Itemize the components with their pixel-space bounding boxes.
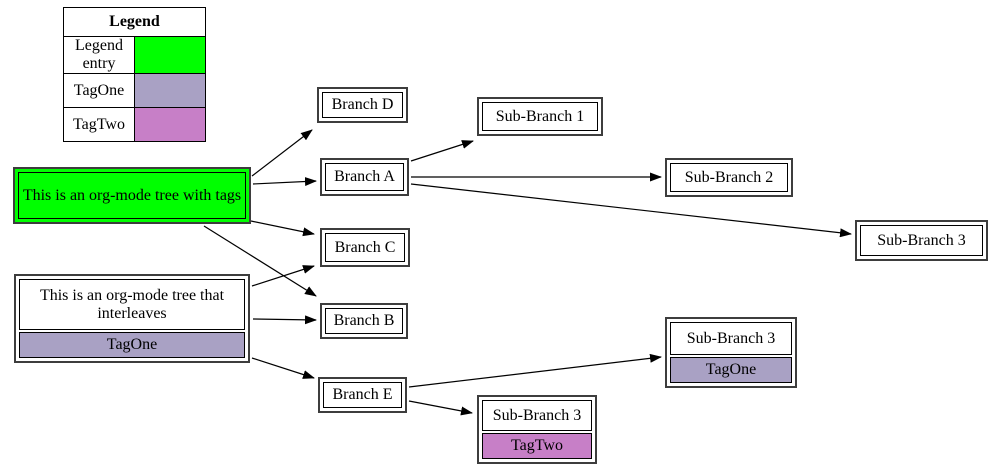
node-tag: TagTwo: [482, 433, 592, 459]
node-label: Sub-Branch 3: [670, 322, 792, 355]
node-label: Branch E: [323, 382, 402, 408]
edge-root-with-tags-to-branch-b: [203, 225, 317, 297]
node-sub-branch-2: Sub-Branch 2: [665, 158, 793, 197]
edge-branch-a-to-sub-branch-3: [410, 183, 852, 238]
node-branch-d: Branch D: [317, 87, 408, 123]
legend-entry-label: TagOne: [63, 73, 135, 108]
edge-branch-e-to-sub-branch-3-tagone: [408, 353, 662, 388]
legend-color-swatch: [134, 36, 206, 74]
legend-header-row: Legend: [63, 7, 206, 37]
node-label: Sub-Branch 2: [670, 163, 788, 192]
edge-branch-a-to-sub-branch-1: [410, 140, 474, 162]
edge-root-with-tags-to-branch-a: [252, 177, 317, 187]
node-label: Branch B: [325, 308, 403, 334]
node-tag: TagOne: [19, 332, 245, 358]
node-sub-branch-3: Sub-Branch 3: [855, 220, 988, 261]
legend-title: Legend: [63, 7, 206, 37]
node-branch-a: Branch A: [320, 158, 409, 196]
node-label: Sub-Branch 3: [482, 400, 592, 431]
legend-row: TagTwo: [63, 107, 206, 142]
node-label: Sub-Branch 1: [482, 102, 598, 131]
edge-root-interleaves-to-branch-b: [252, 315, 317, 325]
node-tag: TagOne: [670, 357, 792, 383]
legend-color-swatch: [134, 107, 206, 142]
edge-root-with-tags-to-branch-d: [251, 129, 313, 177]
legend-row: TagOne: [63, 73, 206, 108]
node-sub-branch-1: Sub-Branch 1: [477, 97, 603, 136]
node-branch-c: Branch C: [320, 228, 410, 267]
node-branch-e: Branch E: [318, 377, 407, 413]
legend-entry-label: Legend entry: [63, 36, 135, 74]
node-label: This is an org-mode tree that interleave…: [19, 279, 245, 330]
edge-root-with-tags-to-branch-c: [250, 220, 315, 237]
node-label: Branch C: [325, 233, 405, 262]
legend-color-swatch: [134, 73, 206, 108]
edge-root-interleaves-to-branch-c: [251, 265, 315, 287]
node-label: Sub-Branch 3: [860, 225, 983, 256]
edge-root-interleaves-to-branch-e: [251, 357, 315, 379]
legend-entry-label: TagTwo: [63, 107, 135, 142]
node-root-interleaves: This is an org-mode tree that interleave…: [14, 274, 250, 363]
node-label: Branch A: [325, 163, 404, 191]
node-label: Branch D: [322, 92, 403, 118]
edge-branch-e-to-sub-branch-3-tagtwo: [408, 400, 473, 416]
node-branch-b: Branch B: [320, 303, 408, 339]
legend-row: Legend entry: [63, 36, 206, 74]
node-root-with-tags: This is an org-mode tree with tags: [13, 167, 251, 224]
node-label: This is an org-mode tree with tags: [18, 172, 246, 219]
